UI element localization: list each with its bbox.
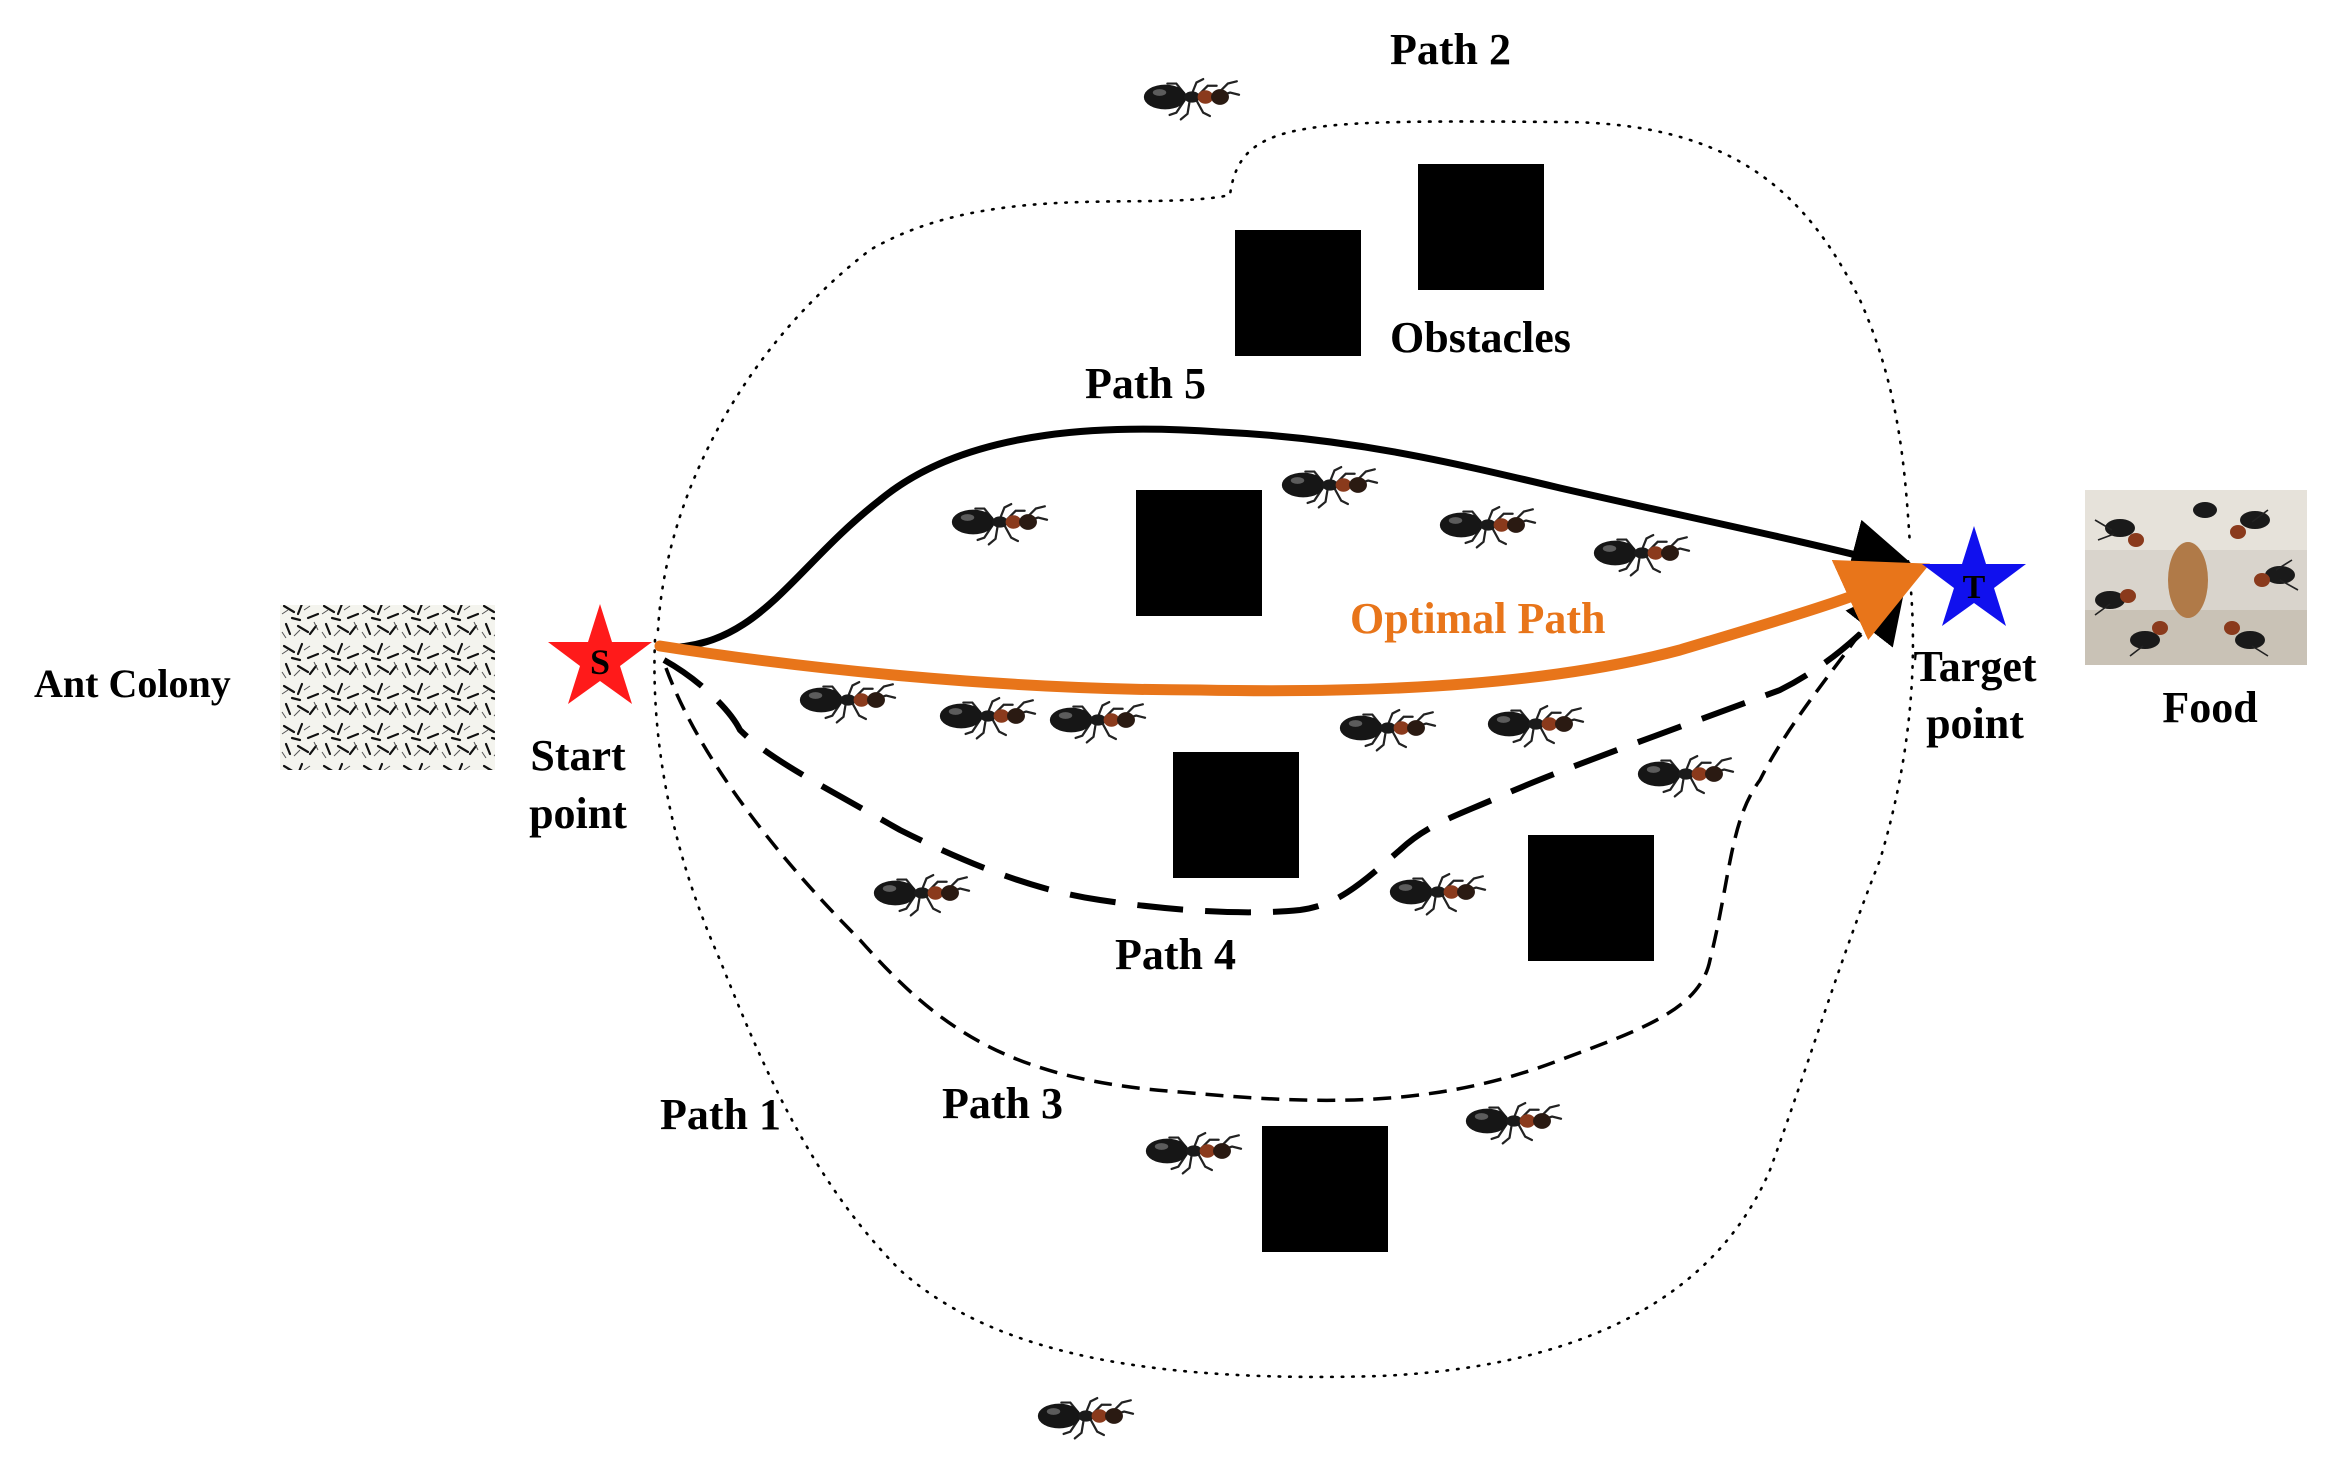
ant-colony-image — [280, 605, 495, 770]
obstacles-group — [1136, 164, 1654, 1252]
ant-icon — [1388, 872, 1487, 916]
start-point-label-line1: Start — [530, 731, 626, 780]
ant-icon — [1438, 505, 1537, 549]
ant-icon — [1142, 77, 1241, 121]
path-1-label: Path 1 — [660, 1090, 781, 1139]
ant-icon — [1636, 754, 1735, 798]
ant-icon — [1464, 1101, 1563, 1145]
ant-icon — [950, 502, 1049, 546]
ant-icon — [872, 873, 971, 917]
ant-icon — [938, 696, 1037, 740]
path-4-route — [662, 581, 1907, 916]
ant-icon — [1048, 700, 1147, 744]
path-5-label: Path 5 — [1085, 359, 1206, 408]
ant-icon — [798, 680, 897, 724]
obstacle — [1262, 1126, 1388, 1252]
ant-icon — [1144, 1131, 1243, 1175]
ant-colony-label: Ant Colony — [34, 661, 231, 706]
obstacles-label: Obstacles — [1390, 313, 1571, 362]
ant-icon — [1036, 1396, 1135, 1440]
path-4-label: Path 4 — [1115, 930, 1236, 979]
obstacle — [1528, 835, 1654, 961]
ant-icon — [1486, 704, 1585, 748]
optimal-path-route — [654, 559, 1931, 697]
start-point-label-line2: point — [529, 789, 627, 838]
target-point-label-line1: Target — [1913, 642, 2036, 691]
obstacle — [1235, 230, 1361, 356]
food-label: Food — [2162, 683, 2257, 732]
ant-icon — [1280, 465, 1379, 509]
target-symbol: T — [1963, 569, 1986, 606]
path-2-route — [656, 120, 1912, 632]
ant-icon — [1338, 708, 1437, 752]
obstacle — [1418, 164, 1544, 290]
obstacle — [1173, 752, 1299, 878]
path-3-label: Path 3 — [942, 1079, 1063, 1128]
target-point-label-line2: point — [1926, 699, 2024, 748]
food-image — [2085, 490, 2307, 665]
optimal-path-label: Optimal Path — [1350, 594, 1605, 643]
target-star-icon — [1922, 526, 2026, 626]
ant-icon — [1592, 533, 1691, 577]
path-5-route — [661, 425, 1921, 652]
path-3-route — [664, 574, 1897, 1103]
obstacle — [1136, 490, 1262, 616]
path-2-label: Path 2 — [1390, 25, 1511, 74]
start-symbol: S — [590, 642, 610, 682]
start-star-icon — [548, 604, 652, 704]
path-1-route — [653, 558, 1915, 1379]
